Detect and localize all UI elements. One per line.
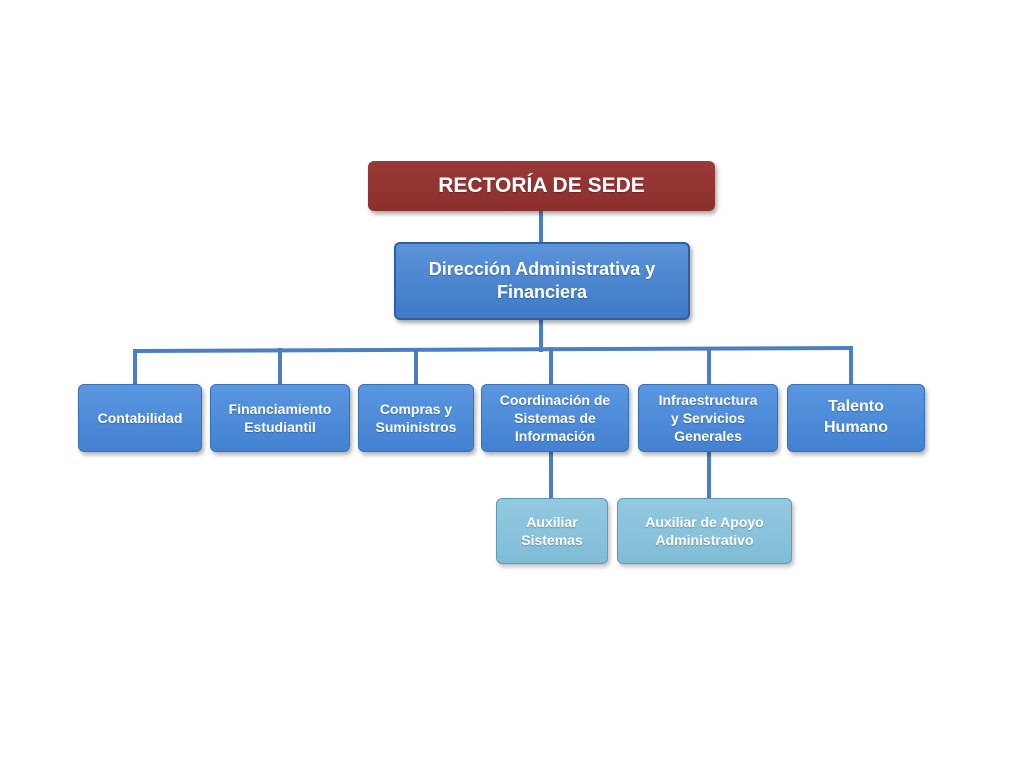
node-talento-humano: Talento Humano xyxy=(787,384,925,452)
node-rectoria-de-sede: RECTORÍA DE SEDE xyxy=(368,161,715,211)
node-auxiliar-apoyo-label: Auxiliar de Apoyo Administrativo xyxy=(645,513,764,548)
node-contabilidad: Contabilidad xyxy=(78,384,202,452)
node-auxiliar-apoyo-administrativo: Auxiliar de Apoyo Administrativo xyxy=(617,498,792,564)
node-rectoria-label: RECTORÍA DE SEDE xyxy=(438,174,645,198)
node-infraestructura-label: Infraestructura y Servicios Generales xyxy=(658,391,758,445)
node-infraestructura-servicios: Infraestructura y Servicios Generales xyxy=(638,384,778,452)
node-direccion-administrativa: Dirección Administrativa y Financiera xyxy=(394,242,690,320)
node-coordinacion-sistemas: Coordinación de Sistemas de Información xyxy=(481,384,629,452)
node-contabilidad-label: Contabilidad xyxy=(97,409,183,426)
node-coordinacion-label: Coordinación de Sistemas de Información xyxy=(499,391,611,445)
node-direccion-label: Dirección Administrativa y Financiera xyxy=(428,258,656,302)
node-compras-label: Compras y Suministros xyxy=(375,400,457,435)
node-financiamiento-label: Financiamiento Estudiantil xyxy=(228,400,332,435)
node-talento-label: Talento Humano xyxy=(824,398,888,436)
connector-bus xyxy=(132,345,854,354)
node-auxiliar-sistemas: Auxiliar Sistemas xyxy=(496,498,608,564)
node-compras-suministros: Compras y Suministros xyxy=(358,384,474,452)
node-auxiliar-sistemas-label: Auxiliar Sistemas xyxy=(521,513,583,548)
node-financiamiento-estudiantil: Financiamiento Estudiantil xyxy=(210,384,350,452)
